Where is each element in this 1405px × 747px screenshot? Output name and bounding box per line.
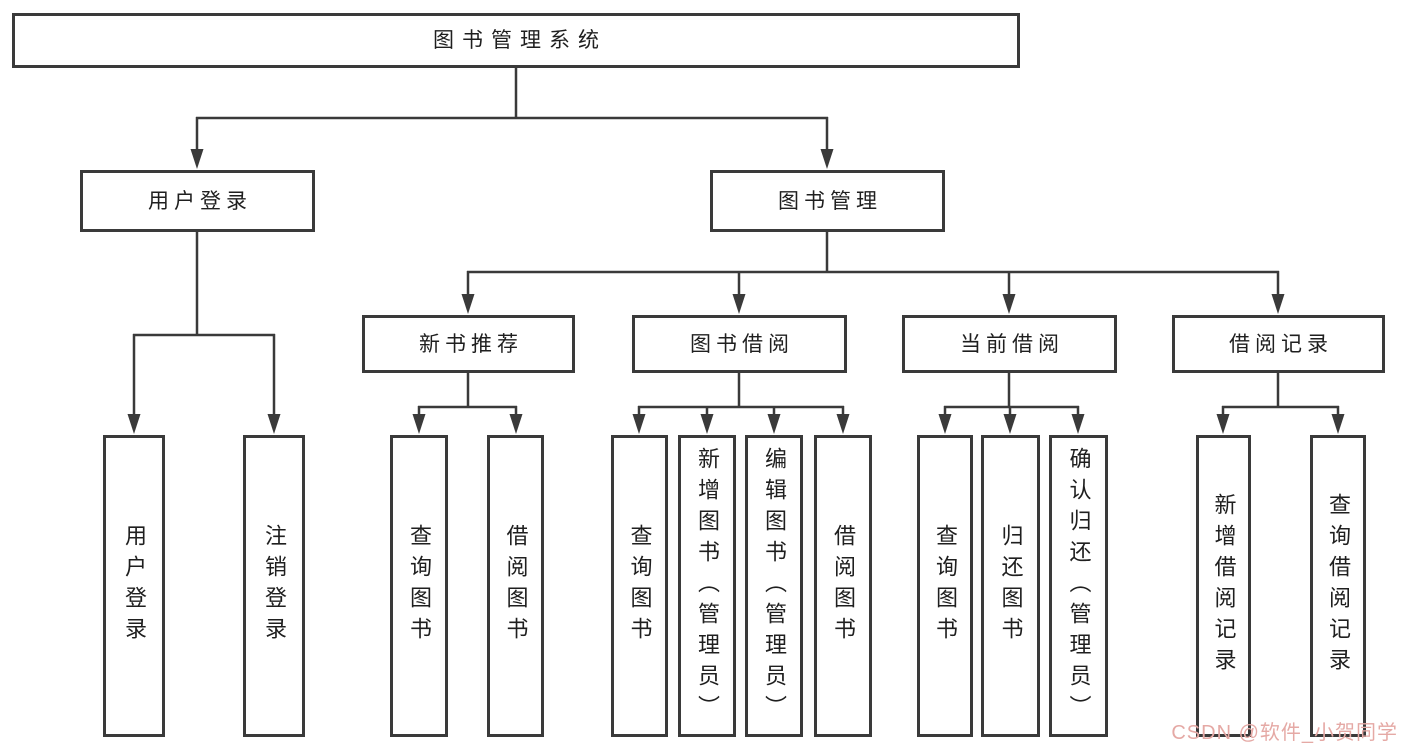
node-new-book-recommend-label: 新书推荐 [419,332,523,356]
node-book-borrow-label: 图书借阅 [690,332,794,356]
leaf-bb-query-books: 查询图书 [611,435,668,737]
watermark: CSDN @软件_小贺同学 [1171,722,1398,744]
leaf-bb-borrow-books: 借阅图书 [814,435,872,737]
connector-book-management-bus [467,232,1279,274]
leaf-user-login-label: 用户登录 [122,524,147,648]
leaf-cb-confirm-return-admin-label: 确认归还（管理员） [1066,446,1092,726]
leaf-bb-add-books-admin: 新增图书（管理员） [678,435,736,737]
node-book-management-label: 图书管理 [778,189,882,213]
connector-book-borrow-bus [638,373,844,409]
leaf-br-add-record: 新增借阅记录 [1196,435,1251,737]
leaf-bb-edit-books-admin-label: 编辑图书（管理员） [762,446,787,726]
leaf-bb-edit-books-admin: 编辑图书（管理员） [745,435,803,737]
connector-root-to-level2 [196,68,828,120]
leaf-cb-confirm-return-admin: 确认归还（管理员） [1049,435,1108,737]
leaf-cb-return-books: 归还图书 [981,435,1040,737]
node-root-label: 图书管理系统 [433,29,607,52]
leaf-nb-borrow-books: 借阅图书 [487,435,544,737]
leaf-bb-query-books-label: 查询图书 [627,524,653,648]
leaf-cb-query-books-label: 查询图书 [933,524,958,648]
node-current-borrow: 当前借阅 [902,315,1117,373]
connector-borrow-records-bus [1222,373,1339,409]
node-user-login-label: 用户登录 [148,189,252,213]
leaf-logout: 注销登录 [243,435,305,737]
leaf-bb-borrow-books-label: 借阅图书 [831,524,856,648]
connector-current-borrow-bus [944,373,1079,409]
leaf-br-add-record-label: 新增借阅记录 [1211,493,1237,679]
node-book-borrow: 图书借阅 [632,315,847,373]
node-user-login: 用户登录 [80,170,315,232]
node-borrow-records-label: 借阅记录 [1229,332,1333,356]
leaf-br-query-record-label: 查询借阅记录 [1326,493,1351,679]
node-book-management: 图书管理 [710,170,945,232]
leaf-user-login: 用户登录 [103,435,165,737]
leaf-nb-query-books-label: 查询图书 [407,524,432,648]
connector-user-login-bus [133,232,275,337]
node-new-book-recommend: 新书推荐 [362,315,575,373]
leaf-logout-label: 注销登录 [262,524,287,648]
leaf-bb-add-books-admin-label: 新增图书（管理员） [695,446,720,726]
connector-new-book-bus [418,373,517,409]
leaf-cb-query-books: 查询图书 [917,435,973,737]
leaf-nb-borrow-books-label: 借阅图书 [503,524,529,648]
leaf-nb-query-books: 查询图书 [390,435,448,737]
node-borrow-records: 借阅记录 [1172,315,1385,373]
leaf-cb-return-books-label: 归还图书 [998,524,1024,648]
leaf-br-query-record: 查询借阅记录 [1310,435,1366,737]
node-current-borrow-label: 当前借阅 [960,332,1064,356]
node-root: 图书管理系统 [12,13,1020,68]
